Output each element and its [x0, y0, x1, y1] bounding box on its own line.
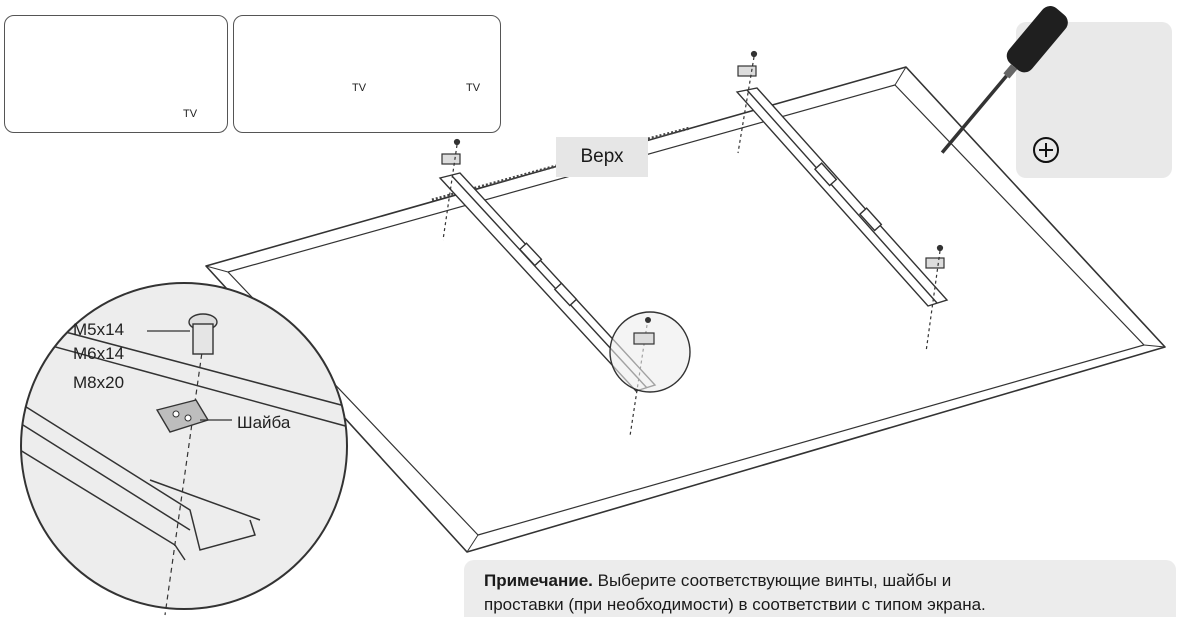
- washer-icon: [925, 257, 945, 269]
- tv-label: TV: [466, 82, 481, 94]
- note-title: Примечание.: [484, 571, 593, 590]
- washer-icon: [737, 65, 757, 77]
- phillips-head-icon: [1033, 137, 1059, 163]
- note-line-1: Примечание. Выберите соответствующие вин…: [484, 569, 1176, 593]
- screw-icon: [936, 244, 944, 252]
- note-line-2: проставки (при необходимости) в соответс…: [484, 595, 986, 614]
- bracket-left: [438, 172, 657, 392]
- label-top: Верх: [556, 137, 648, 177]
- panel-correct-usage: TV: [4, 15, 228, 133]
- panel-incorrect-usage: TV TV: [233, 15, 501, 133]
- tv-label: TV: [183, 108, 198, 120]
- screw-size-label: M8x20: [73, 373, 125, 392]
- washer-icon: [441, 153, 461, 165]
- screwdriver-icon: [940, 6, 1172, 178]
- tv-vents: [431, 126, 691, 202]
- screw-icon: [453, 138, 461, 146]
- screw-size-label: M5x14: [73, 320, 125, 339]
- bracket-right: [735, 87, 949, 307]
- screw-size-label: M6x14: [73, 344, 125, 363]
- washer-label: Шайба: [237, 413, 291, 432]
- note-text-1: Выберите соответствующие винты, шайбы и: [597, 571, 952, 590]
- screw-icon: [750, 50, 758, 58]
- note-box: Примечание. Выберите соответствующие вин…: [464, 560, 1176, 617]
- detail-marker: [609, 311, 691, 393]
- tv-label: TV: [352, 82, 367, 94]
- magnified-detail: [20, 282, 348, 616]
